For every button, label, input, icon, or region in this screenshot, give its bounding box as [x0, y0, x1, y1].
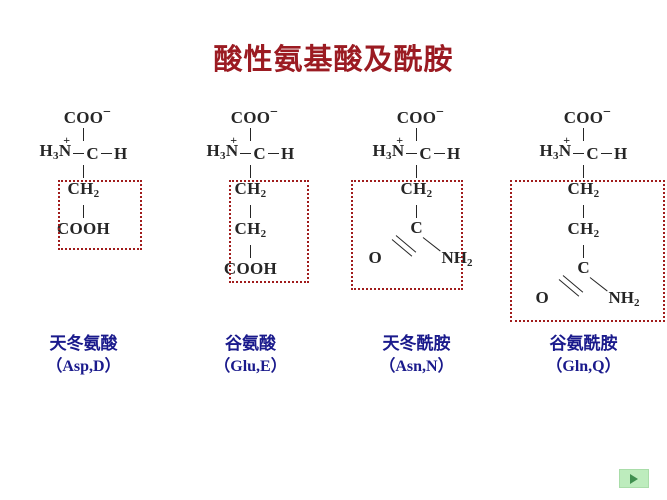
carbonyl-oxygen: O [368, 248, 382, 267]
alpha-carbon: C [419, 143, 432, 163]
alpha-carbon: C [586, 143, 599, 163]
next-slide-button[interactable] [619, 469, 649, 488]
methylene-group: CH2 [234, 219, 267, 240]
bond-horizontal [433, 152, 445, 154]
caption-asparagine: 天冬酰胺 （Asn,N） [333, 332, 500, 378]
bond-vertical [416, 165, 417, 178]
bond-horizontal [600, 152, 612, 154]
alpha-hydrogen: H [280, 143, 295, 163]
caption-abbreviation: （Glu,E） [214, 358, 287, 375]
double-bond-line [558, 279, 579, 297]
bond-vertical [416, 205, 417, 218]
caption-abbreviation: （Gln,Q） [546, 358, 621, 375]
bond-vertical [583, 165, 584, 178]
bond-vertical [250, 128, 251, 141]
bond-horizontal [406, 152, 418, 154]
methylene-group: CH2 [400, 179, 433, 200]
caption-glutamic-acid: 谷氨酸 （Glu,E） [167, 332, 334, 378]
amino-group: H3N+ [372, 132, 405, 162]
bond-vertical [83, 205, 84, 218]
amide-nitrogen: NH2 [608, 288, 640, 309]
caption-chinese: 天冬酰胺 [382, 334, 451, 353]
amide-group: C O NH2 [524, 259, 644, 313]
bond-single [422, 237, 441, 252]
bond-horizontal [100, 152, 112, 154]
caption-glutamine: 谷氨酰胺 （Gln,Q） [500, 332, 667, 378]
bond-single [589, 277, 608, 292]
carboxylate-group: COO− [396, 105, 445, 127]
bond-vertical [250, 245, 251, 258]
alpha-hydrogen: H [446, 143, 461, 163]
alpha-carbon: C [86, 143, 99, 163]
amide-group: C O NH2 [357, 219, 477, 273]
bond-horizontal [573, 152, 585, 154]
methylene-group: CH2 [67, 179, 100, 200]
bond-vertical [83, 128, 84, 141]
bond-vertical [250, 165, 251, 178]
bond-vertical [83, 165, 84, 178]
bond-vertical [583, 245, 584, 258]
methylene-group: CH2 [234, 179, 267, 200]
bond-horizontal [240, 152, 252, 154]
bond-vertical [583, 205, 584, 218]
page-title: 酸性氨基酸及酰胺 [213, 44, 454, 76]
carbonyl-oxygen: O [535, 288, 549, 307]
caption-abbreviation: （Asn,N） [379, 358, 454, 375]
amino-group: H3N+ [39, 132, 72, 162]
carbonyl-carbon: C [410, 218, 423, 237]
carboxylate-group: COO− [230, 105, 279, 127]
bond-horizontal [73, 152, 85, 154]
bond-vertical [250, 205, 251, 218]
caption-chinese: 谷氨酰胺 [549, 334, 618, 353]
bond-horizontal [267, 152, 279, 154]
bond-vertical [583, 128, 584, 141]
amino-group: H3N+ [206, 132, 239, 162]
bond-vertical [416, 128, 417, 141]
carboxyl-group: COOH [56, 219, 111, 238]
methylene-group: CH2 [567, 219, 600, 240]
caption-chinese: 谷氨酸 [225, 334, 276, 353]
carboxyl-group: COOH [223, 259, 278, 278]
double-bond-line [391, 239, 412, 257]
caption-chinese: 天冬氨酸 [49, 334, 118, 353]
alpha-carbon: C [253, 143, 266, 163]
caption-abbreviation: （Asp,D） [46, 358, 121, 375]
methylene-group: CH2 [567, 179, 600, 200]
alpha-hydrogen: H [613, 143, 628, 163]
caption-aspartic-acid: 天冬氨酸 （Asp,D） [0, 332, 167, 378]
carboxylate-group: COO− [563, 105, 612, 127]
carboxylate-group: COO− [63, 105, 112, 127]
amino-group: H3N+ [539, 132, 572, 162]
carbonyl-carbon: C [577, 258, 590, 277]
amide-nitrogen: NH2 [441, 248, 473, 269]
play-triangle-icon [630, 473, 638, 484]
label-row: 天冬氨酸 （Asp,D） 谷氨酸 （Glu,E） 天冬酰胺 （Asn,N） 谷氨酰胺 （Gln… [0, 332, 667, 392]
alpha-hydrogen: H [113, 143, 128, 163]
